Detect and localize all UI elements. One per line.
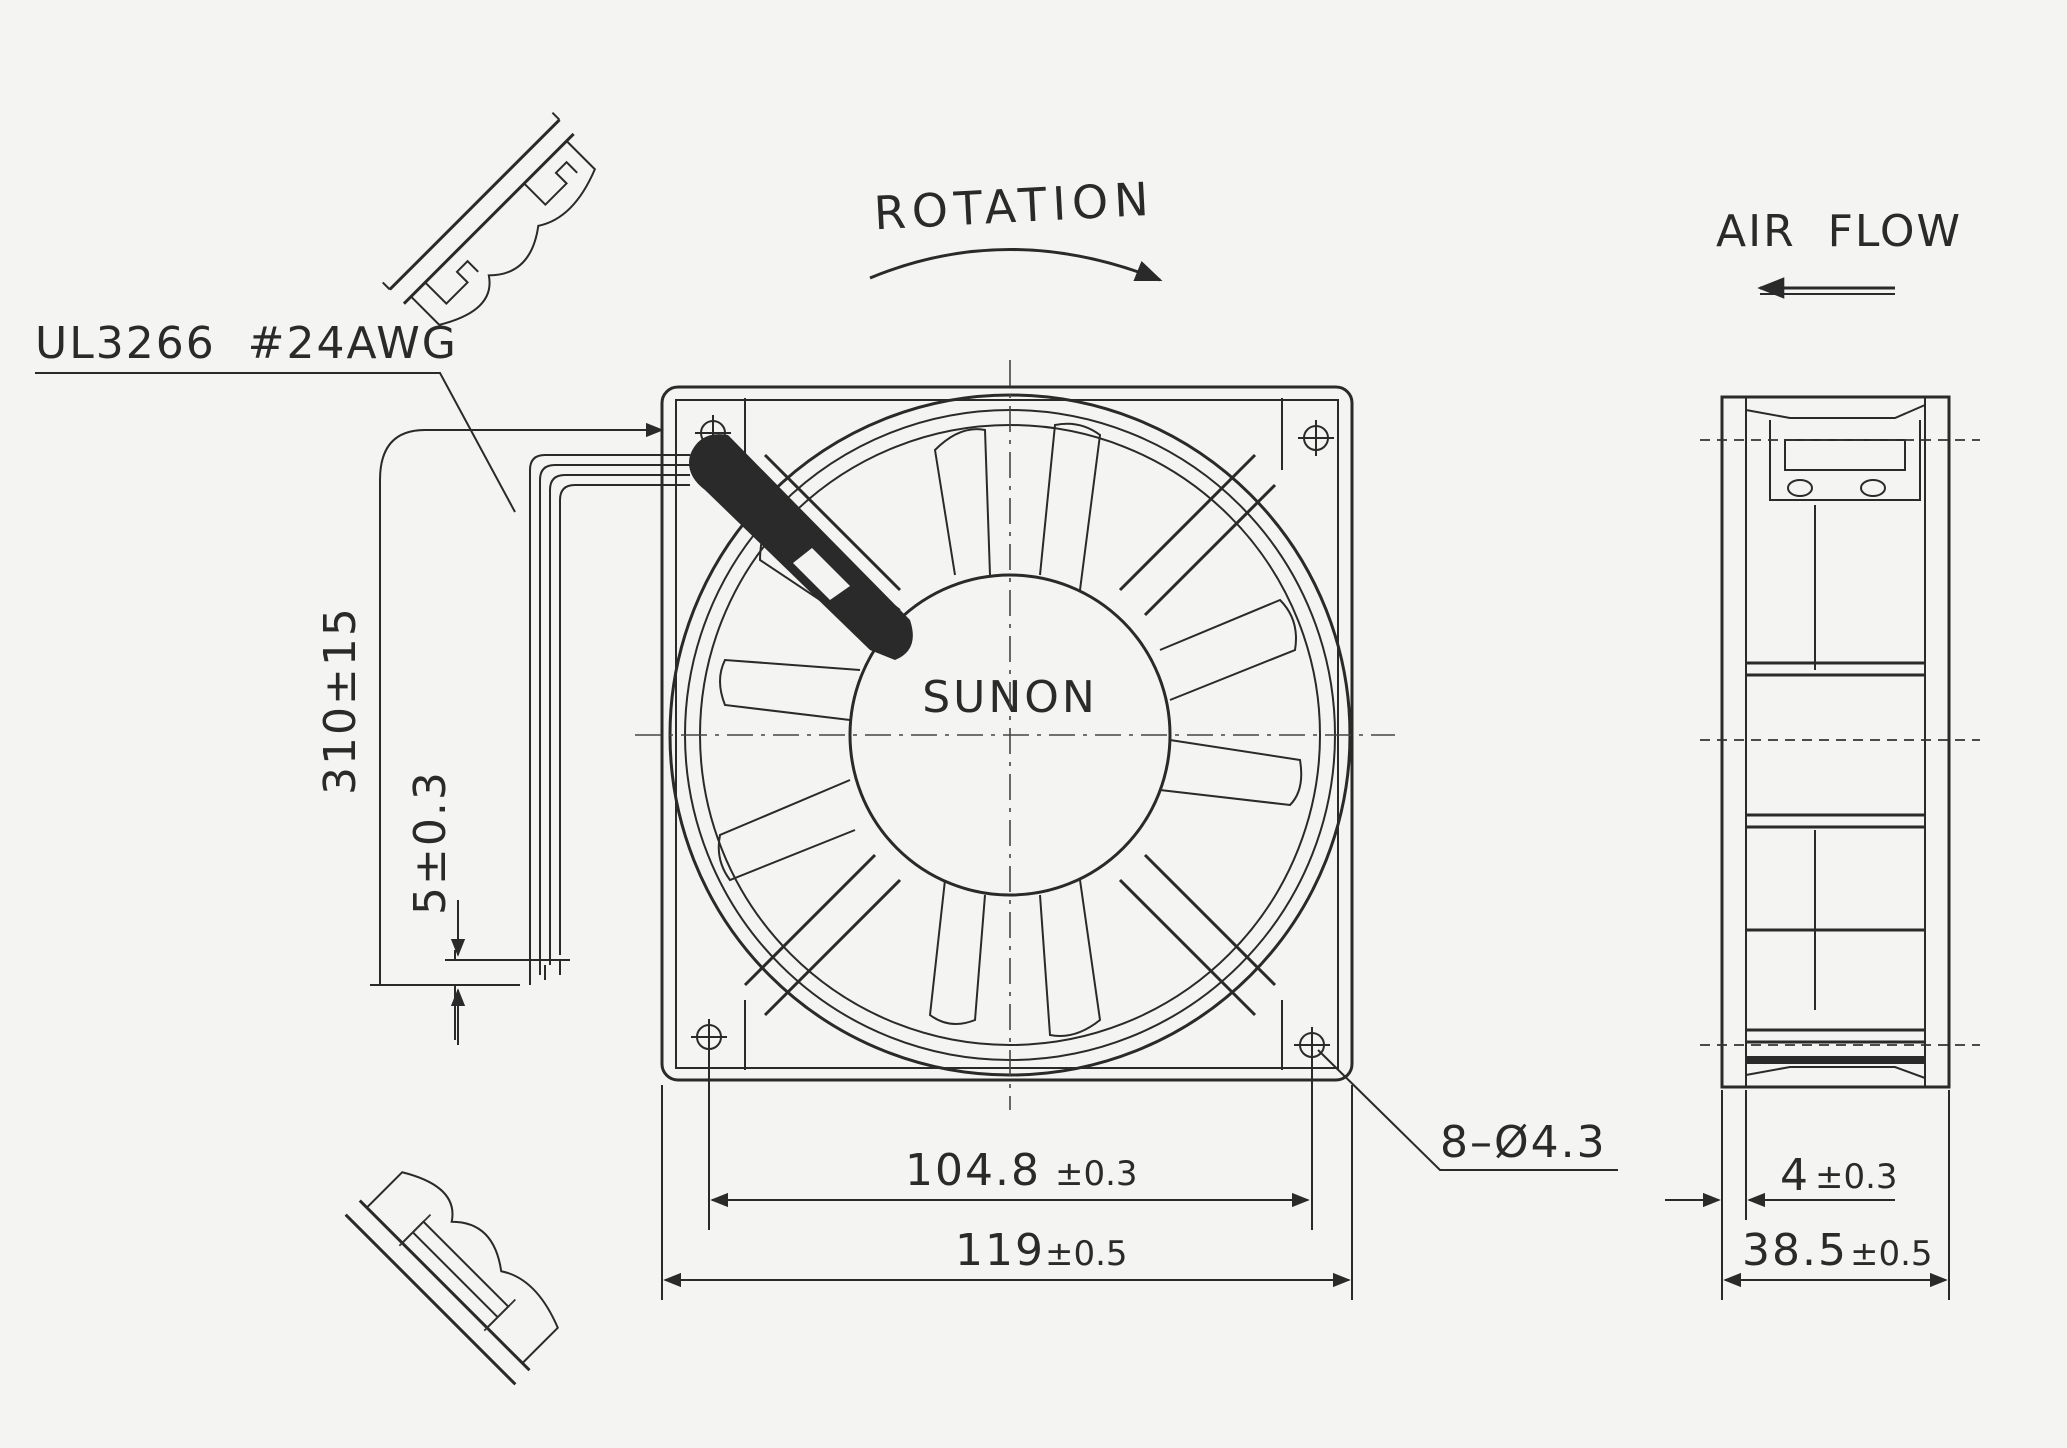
side-view xyxy=(1700,395,1980,1089)
rotation-label: ROTATION xyxy=(873,172,1156,241)
flange-tolerance: ±0.3 xyxy=(1815,1157,1898,1197)
lead-length-label: 310±15 xyxy=(315,606,366,795)
fan-frame xyxy=(660,385,1354,1082)
depth-tolerance: ±0.5 xyxy=(1850,1234,1933,1274)
fan-hub xyxy=(848,573,1172,897)
hole-pitch-tolerance: ±0.3 xyxy=(1055,1154,1138,1194)
rotation-indicator: ROTATION xyxy=(869,172,1163,282)
hole-pitch-dimension: 104.8 ±0.3 xyxy=(708,1050,1313,1230)
lead-strip-label: 5±0.3 xyxy=(405,770,456,915)
frame-width-dimension: 119 ±0.5 xyxy=(661,1085,1353,1300)
connector-detail-bottom xyxy=(344,1171,559,1386)
mount-hole-label: 8–Ø4.3 xyxy=(1440,1117,1607,1168)
frame-width-value: 119 xyxy=(955,1225,1045,1276)
wire-spec-callout: UL3266 #24AWG xyxy=(35,318,516,513)
connector-detail-top xyxy=(382,112,597,326)
depth-dimension: 38.5 ±0.5 xyxy=(1721,1090,1950,1300)
rotation-arrow-icon xyxy=(869,248,1163,282)
airflow-label: AIR FLOW xyxy=(1716,206,1962,257)
brand-label: SUNON xyxy=(922,672,1098,723)
mount-hole-callout: 8–Ø4.3 xyxy=(1317,1049,1618,1171)
frame-width-tolerance: ±0.5 xyxy=(1045,1234,1128,1274)
lead-wires xyxy=(522,454,690,985)
flange-dimension: 4 ±0.3 xyxy=(1665,1090,1898,1220)
lead-strip-dimension: 5±0.3 xyxy=(405,770,530,1045)
hole-pitch-value: 104.8 xyxy=(905,1145,1041,1196)
wire-spec-label: UL3266 #24AWG xyxy=(35,318,458,369)
depth-value: 38.5 xyxy=(1742,1225,1848,1276)
lead-length-dimension: 310±15 xyxy=(315,422,664,986)
front-view: SUNON xyxy=(635,360,1395,1110)
airflow-indicator: AIR FLOW xyxy=(1716,206,1962,299)
lead-wire-sleeve xyxy=(689,434,913,660)
mount-holes xyxy=(691,415,1334,1063)
flange-value: 4 xyxy=(1780,1150,1810,1201)
